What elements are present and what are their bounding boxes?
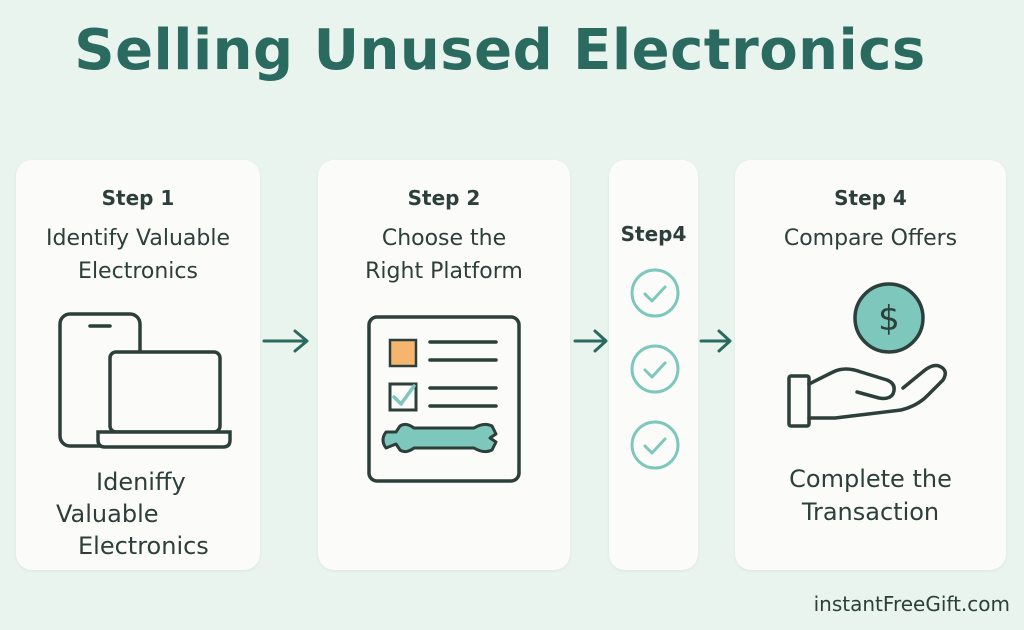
- step-label: Step 1: [101, 186, 175, 210]
- step-label: Step 2: [407, 186, 481, 210]
- step-description-line1: Compare Offers: [783, 226, 958, 251]
- step-description-line1: Choose the: [381, 226, 507, 251]
- step-bottom-line3: Electronics: [78, 532, 209, 560]
- step-description-line2: Electronics: [78, 259, 198, 284]
- step-bottom-line2: Transaction: [801, 498, 940, 526]
- page-title: Selling Unused Electronics: [74, 18, 926, 83]
- devices-icon: [54, 310, 234, 452]
- arrow-right-icon: [262, 328, 310, 354]
- check-circle-icon: [629, 419, 681, 471]
- step-bottom-line1: Complete the: [789, 465, 952, 493]
- arrow-right-icon: [573, 328, 609, 354]
- step-description-line2: Right Platform: [365, 259, 523, 284]
- arrow-right-icon: [699, 328, 733, 354]
- step-description-line1: Identify Valuable: [45, 226, 230, 251]
- check-circle-icon: [629, 267, 681, 319]
- footer-website: instantFreeGift.com: [813, 592, 1010, 616]
- checklist-wrench-icon: [366, 314, 522, 484]
- step-card-4: Step 4 Compare Offers $ Complete the Tra…: [735, 160, 1006, 570]
- step-label: Step 4: [834, 186, 907, 210]
- svg-text:$: $: [878, 299, 900, 339]
- hand-coin-icon: $: [783, 280, 953, 440]
- step-card-1: Step 1 Identify Valuable Electronics Ide…: [16, 160, 260, 570]
- step-card-2: Step 2 Choose the Right Platform: [318, 160, 570, 570]
- step-label: Step4: [620, 222, 687, 246]
- step-bottom-line2: Valuable: [56, 500, 159, 528]
- step-card-3: Step4: [609, 160, 698, 570]
- check-circle-icon: [629, 343, 681, 395]
- step-bottom-line1: Ideniffy: [96, 468, 186, 496]
